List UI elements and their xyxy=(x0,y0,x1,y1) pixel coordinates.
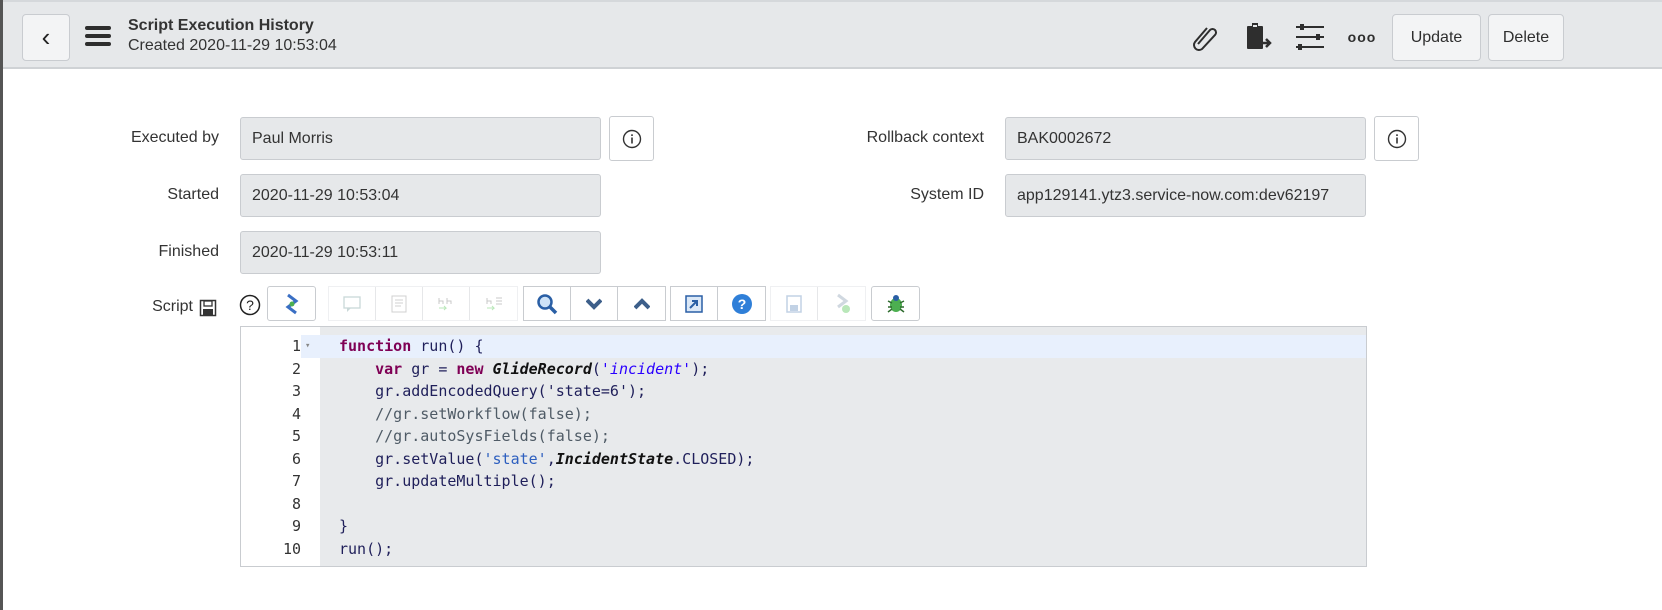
code-line[interactable]: 6 gr.setValue('state',IncidentState.CLOS… xyxy=(241,447,1366,471)
info-icon xyxy=(622,129,641,148)
toolbar-group-edit xyxy=(328,286,518,321)
menu-icon[interactable] xyxy=(85,26,111,50)
code-text: //gr.setWorkflow(false); xyxy=(339,404,592,423)
paperclip-icon[interactable] xyxy=(1187,20,1221,54)
replace-all-button[interactable] xyxy=(470,287,517,320)
line-number: 8 xyxy=(241,492,301,516)
script-label: Script xyxy=(152,298,193,315)
toolbar-group-save xyxy=(770,286,866,321)
fullscreen-icon[interactable] xyxy=(671,287,718,320)
debug-icon[interactable] xyxy=(872,287,919,320)
code-line[interactable]: 8 xyxy=(241,492,1366,516)
code-line[interactable]: 7 gr.updateMultiple(); xyxy=(241,470,1366,493)
help-icon[interactable]: ? xyxy=(718,287,765,320)
line-number: 1 xyxy=(241,335,301,358)
line-number: 5 xyxy=(241,425,301,448)
executed-by-info-button[interactable] xyxy=(609,116,654,161)
line-number: 7 xyxy=(241,470,301,493)
code-text: //gr.autoSysFields(false); xyxy=(339,427,610,445)
validate-icon[interactable] xyxy=(818,287,865,320)
sliders-icon[interactable] xyxy=(1293,20,1327,54)
page-title: Script Execution History xyxy=(128,17,314,34)
comment-button[interactable] xyxy=(329,287,376,320)
fold-icon[interactable]: ▾ xyxy=(305,341,311,351)
started-field[interactable]: 2020-11-29 10:53:04 xyxy=(240,174,601,217)
executed-by-label: Executed by xyxy=(130,129,219,146)
code-text: function run() { xyxy=(339,337,484,355)
code-line[interactable]: 5 //gr.autoSysFields(false); xyxy=(241,425,1366,448)
code-line[interactable]: 10 run(); xyxy=(241,537,1366,561)
system-id-field[interactable]: app129141.ytz3.service-now.com:dev62197 xyxy=(1005,174,1366,217)
line-number: 3 xyxy=(241,380,301,403)
svg-text:?: ? xyxy=(246,297,254,313)
code-text: var gr = new GlideRecord('incident'); xyxy=(375,359,710,378)
executed-by-field[interactable]: Paul Morris xyxy=(240,117,601,160)
rollback-context-info-button[interactable] xyxy=(1374,116,1419,161)
created-timestamp: Created 2020-11-29 10:53:04 xyxy=(128,37,337,54)
rollback-context-field[interactable]: BAK0002672 xyxy=(1005,117,1366,160)
code-line[interactable]: 3 gr.addEncodedQuery('state=6'); xyxy=(241,380,1366,403)
find-previous-icon[interactable] xyxy=(618,287,665,320)
svg-text:?: ? xyxy=(737,296,746,312)
help-icon[interactable]: ? xyxy=(239,294,261,316)
code-line[interactable]: 2 var gr = new GlideRecord('incident'); xyxy=(241,357,1366,381)
code-line[interactable]: 9} xyxy=(241,515,1366,538)
finished-field[interactable]: 2020-11-29 10:53:11 xyxy=(240,231,601,274)
save-icon[interactable] xyxy=(199,299,217,317)
save-script-icon[interactable] xyxy=(771,287,818,320)
toolbar-group-format xyxy=(267,286,316,321)
code-text: gr.setValue('state',IncidentState.CLOSED… xyxy=(339,449,755,468)
more-icon[interactable]: ooo xyxy=(1347,29,1377,45)
replace-button[interactable] xyxy=(423,287,470,320)
system-id-label: System ID xyxy=(910,186,984,203)
code-text: } xyxy=(339,517,349,535)
rollback-context-label: Rollback context xyxy=(866,129,984,146)
clipboard-export-icon[interactable] xyxy=(1241,20,1275,54)
script-editor[interactable]: 1 function run() { ▾ 2 var gr = new GlideRe… xyxy=(240,326,1367,567)
line-number: 9 xyxy=(241,515,301,538)
code-line[interactable]: 4 //gr.setWorkflow(false); xyxy=(241,402,1366,426)
toolbar-group-view: ? xyxy=(670,286,766,321)
line-number: 2 xyxy=(241,357,301,381)
line-number: 6 xyxy=(241,447,301,471)
code-text: gr.addEncodedQuery('state=6'); xyxy=(339,382,647,400)
search-icon[interactable] xyxy=(524,287,571,320)
toolbar-group-debug xyxy=(871,286,920,321)
update-button[interactable]: Update xyxy=(1392,14,1481,61)
format-code-button[interactable] xyxy=(268,287,315,320)
back-button[interactable]: ‹ xyxy=(22,14,70,61)
delete-button[interactable]: Delete xyxy=(1488,14,1564,61)
finished-label: Finished xyxy=(158,243,219,260)
find-next-icon[interactable] xyxy=(571,287,618,320)
line-number: 10 xyxy=(241,537,301,561)
started-label: Started xyxy=(167,186,219,203)
code-text: gr.updateMultiple(); xyxy=(339,472,556,490)
back-icon: ‹ xyxy=(41,22,51,52)
form-header: ‹ Script Execution History Created 2020-… xyxy=(3,0,1662,69)
indent-button[interactable] xyxy=(376,287,423,320)
info-icon xyxy=(1387,129,1406,148)
toolbar-group-search xyxy=(523,286,666,321)
code-line[interactable]: 1 function run() { ▾ xyxy=(241,335,1366,358)
code-text: run(); xyxy=(339,539,394,558)
line-number: 4 xyxy=(241,402,301,426)
